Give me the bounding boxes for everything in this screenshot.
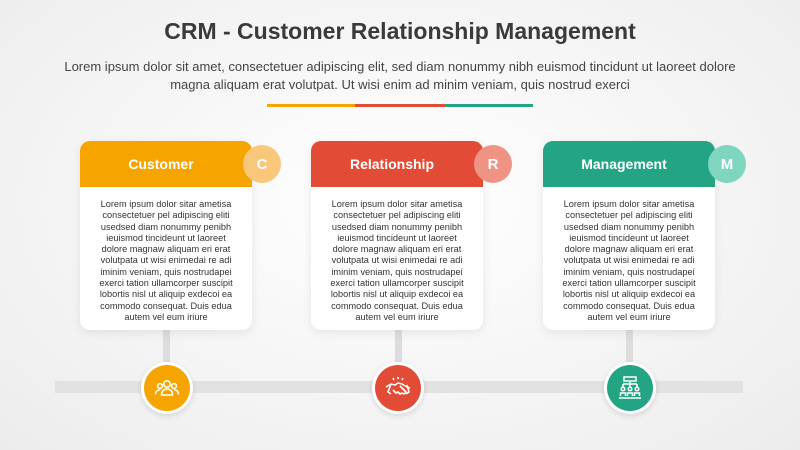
relationship-letter-badge: R [474, 145, 512, 183]
customer-card: Customer Lorem ipsum dolor sitar ametisa… [80, 141, 252, 330]
page-subtitle: Lorem ipsum dolor sit amet, consectetuer… [64, 59, 736, 92]
customer-icon-circle [144, 365, 190, 411]
relationship-card-header: Relationship [311, 141, 483, 187]
customer-letter-badge: C [243, 145, 281, 183]
customer-card-title: Customer [128, 156, 194, 172]
management-card-title: Management [581, 156, 667, 172]
page-title: CRM - Customer Relationship Management [164, 18, 636, 44]
relationship-card-body: Lorem ipsum dolor sitar ametisa consecte… [330, 199, 464, 322]
handshake-icon [385, 377, 411, 395]
relationship-icon-circle [375, 365, 421, 411]
relationship-card: Relationship Lorem ipsum dolor sitar ame… [311, 141, 483, 330]
relationship-timeline-node [372, 362, 424, 414]
connector-relationship [395, 330, 402, 362]
management-card-body: Lorem ipsum dolor sitar ametisa consecte… [562, 199, 696, 322]
management-letter-badge: M [708, 145, 746, 183]
users-group-icon [154, 380, 180, 396]
management-timeline-node [604, 362, 656, 414]
connector-customer [163, 330, 170, 362]
title-rule-segment-customer [267, 104, 355, 107]
title-rule-segment-management [445, 104, 533, 107]
organization-icon [619, 376, 641, 399]
management-card-header: Management [543, 141, 715, 187]
relationship-card-title: Relationship [349, 156, 434, 172]
title-rule-segment-relationship [355, 104, 445, 107]
customer-card-body: Lorem ipsum dolor sitar ametisa consecte… [99, 199, 233, 322]
connector-management [626, 330, 633, 362]
customer-card-header: Customer [80, 141, 252, 187]
customer-timeline-node [141, 362, 193, 414]
management-icon-circle [607, 365, 653, 411]
management-card: Management Lorem ipsum dolor sitar ameti… [543, 141, 715, 330]
